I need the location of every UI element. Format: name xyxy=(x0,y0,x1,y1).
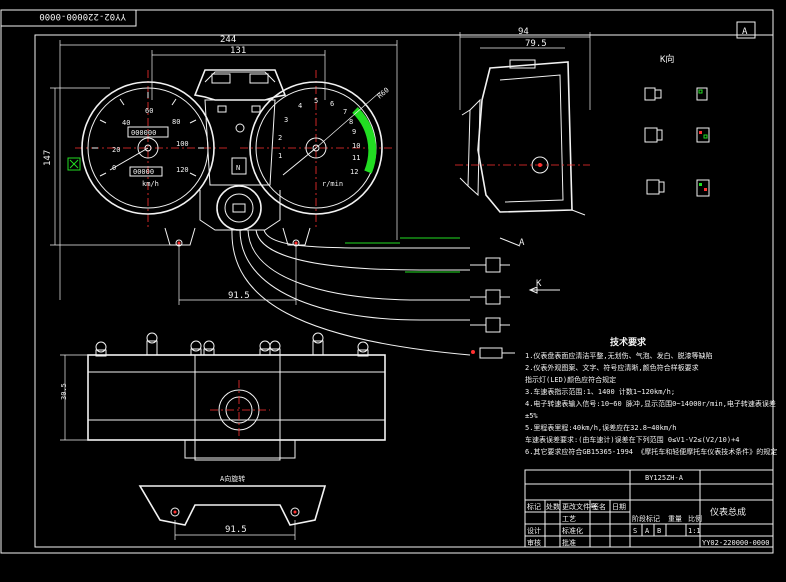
odometer-window xyxy=(127,126,169,138)
speedo-tick-0: 0 xyxy=(112,164,116,172)
tech-note-4: 3.车速表指示范围:1、1400 计数1~120km/h; xyxy=(525,387,675,396)
title-scale: 1:1 xyxy=(688,527,701,535)
speedo-tick-120: 120 xyxy=(176,166,189,174)
ignition-switch xyxy=(216,185,262,231)
tb-label-2: 处数 xyxy=(546,502,560,511)
tb-label-10: 批准 xyxy=(562,538,576,547)
title-name: 仪表总成 xyxy=(710,506,746,518)
tacho-tick-8: 8 xyxy=(349,118,353,126)
view-a-label: A向旋转 xyxy=(220,474,245,483)
gear-indicator xyxy=(231,157,247,175)
turn-indicator-left xyxy=(67,157,81,171)
dim-r60: R60 xyxy=(376,86,391,100)
mount-tab-left xyxy=(164,227,196,246)
rotated-number-box xyxy=(0,9,137,27)
tacho-unit: r/min xyxy=(322,180,343,188)
dim-244: 244 xyxy=(220,35,236,45)
tech-note-1: 1.仪表盘表面应清洁平整,无划伤、气泡、发白、脱漆等缺陷 xyxy=(525,351,713,360)
odometer-value: 000000 xyxy=(131,129,156,137)
tb-label-11: 阶段标记 xyxy=(632,514,660,523)
tb-label-9: 工艺 xyxy=(562,515,576,523)
tacho-tick-11: 11 xyxy=(352,154,360,162)
arrow-a-label: A xyxy=(519,238,525,248)
tech-note-7: 5.里程表里程:40km/h,误差应在32.8~40km/h xyxy=(525,423,677,432)
k-view-connectors xyxy=(644,87,665,195)
tacho-tick-9: 9 xyxy=(352,128,356,136)
speedo-tick-40: 40 xyxy=(122,119,130,127)
tacho-tick-3: 3 xyxy=(284,116,288,124)
dim-94: 94 xyxy=(518,27,529,37)
tb-label-12: 重量 xyxy=(668,515,682,523)
tacho-tick-5: 5 xyxy=(314,97,318,105)
gear-mid: N xyxy=(236,164,240,172)
sheet-marker-box xyxy=(736,21,756,39)
tb-label-1: 标记 xyxy=(527,502,541,511)
speedo-unit: km/h xyxy=(142,180,159,188)
tb-label-14: S xyxy=(633,527,637,535)
sheet-marker: A xyxy=(742,27,748,37)
tech-note-2: 2.仪表外观图案、文字、符号应清晰,颜色符合样板要求 xyxy=(525,363,699,372)
tacho-tick-6: 6 xyxy=(330,100,334,108)
title-block xyxy=(524,469,774,548)
bracket-view: 91.5 A向旋转 xyxy=(138,474,327,540)
tb-label-13: 比例 xyxy=(688,514,702,523)
dim-147: 147 xyxy=(43,150,53,166)
wire-harness xyxy=(231,229,471,356)
dim-131: 131 xyxy=(230,46,246,56)
plan-view: 30.5 xyxy=(60,332,386,461)
speedo-tick-60: 60 xyxy=(145,107,153,115)
title-model: BY125ZH-A xyxy=(645,474,684,482)
arrow-k-label: K xyxy=(536,279,542,289)
speedo-tick-20: 20 xyxy=(112,146,120,154)
drawing-border-inner xyxy=(34,34,774,548)
connectors xyxy=(470,257,515,359)
dim-91-5-bottom: 91.5 xyxy=(225,525,247,535)
tb-label-7: 标准化 xyxy=(562,526,583,535)
tacho-tick-7: 7 xyxy=(343,108,347,116)
center-panel xyxy=(204,99,276,186)
tech-note-5: 4.电子转速表输入信号:10~60 脉冲,显示范围0~14000r/min,电子… xyxy=(525,399,776,408)
speedo-tick-100: 100 xyxy=(176,140,189,148)
tachometer: 1 2 3 4 5 6 7 8 9 10 11 12 r/min xyxy=(249,81,383,215)
tb-label-15: A xyxy=(645,527,650,535)
tacho-tick-1: 1 xyxy=(278,152,282,160)
view-k-label: K向 xyxy=(660,53,674,65)
side-view: 94 79.5 xyxy=(455,27,591,216)
redline-arc xyxy=(352,107,377,174)
tb-label-6: 设计 xyxy=(527,526,541,535)
trip-window xyxy=(129,166,163,177)
tacho-tick-12: 12 xyxy=(350,168,358,176)
tb-label-8: 审核 xyxy=(527,538,541,547)
trip-value: 00000 xyxy=(133,168,154,176)
tech-note-6: ±5% xyxy=(525,412,538,420)
visor xyxy=(193,69,287,101)
title-number: YY02-220000-0000 xyxy=(702,539,769,547)
tech-notes: 技术要求 1.仪表盘表面应清洁平整,无划伤、气泡、发白、脱漆等缺陷 2.仪表外观… xyxy=(525,336,777,456)
rotated-number: YY02-220000-0000 xyxy=(39,11,126,21)
dim-30-5: 30.5 xyxy=(60,383,68,400)
dim-91-5-top: 91.5 xyxy=(228,291,250,301)
speedo-tick-80: 80 xyxy=(172,118,180,126)
tb-label-3: 更改文件号 xyxy=(562,502,597,511)
tacho-tick-4: 4 xyxy=(298,102,302,110)
k-view-pins xyxy=(696,87,710,197)
tb-label-4: 签名 xyxy=(592,502,606,511)
tb-label-16: B xyxy=(657,527,661,535)
tacho-tick-2: 2 xyxy=(278,134,282,142)
tb-label-5: 日期 xyxy=(612,503,626,511)
dim-79-5: 79.5 xyxy=(525,39,547,49)
tech-note-3: 指示灯(LED)颜色应符合规定 xyxy=(525,375,616,384)
tacho-tick-10: 10 xyxy=(352,142,360,150)
tech-notes-title: 技术要求 xyxy=(610,336,647,348)
tech-note-8: 车速表误差要求:(由车速计)误差在下列范围 0≤V1-V2≤(V2/10)+4 xyxy=(525,435,740,444)
tech-note-9: 6.其它要求应符合GB15365-1994 《摩托车和轻便摩托车仪表技术条件》的… xyxy=(525,447,777,456)
